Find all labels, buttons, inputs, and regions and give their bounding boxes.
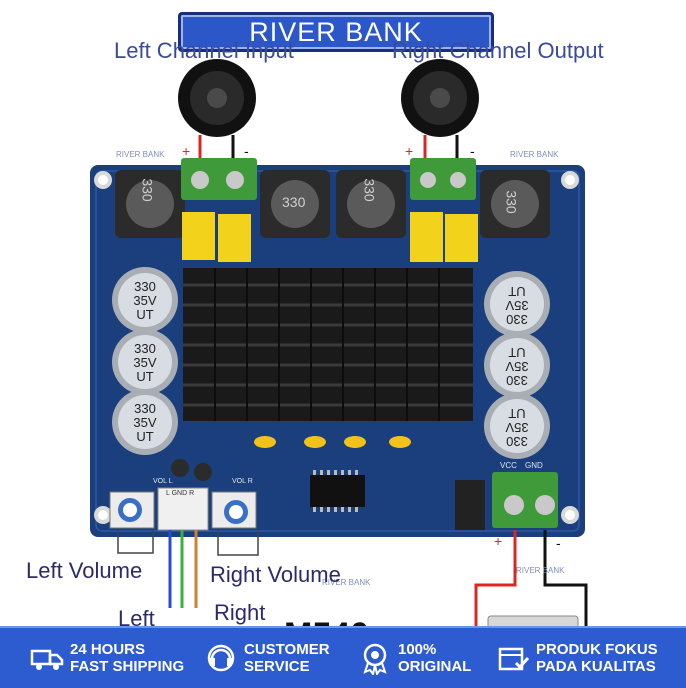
vcc-label: VCC (500, 461, 517, 470)
feature-line1: 24 HOURS (70, 641, 146, 658)
right-speaker-icon (401, 59, 479, 137)
capacitor-value: 330 (506, 312, 528, 327)
feature-line2: PADA KUALITAS (536, 658, 656, 675)
gnd-label: GND (525, 461, 543, 470)
capacitor-voltage: 35V (505, 420, 529, 435)
capacitor-voltage: 35V (505, 359, 529, 374)
badge-icon (363, 643, 387, 675)
input-connector (157, 487, 209, 531)
capacitor-series: UT (508, 284, 526, 299)
input-l-label: L (166, 490, 170, 497)
input-gnd-label: GND (171, 490, 188, 497)
capacitor-value: 330 (506, 434, 528, 449)
inductor-label: 330 (139, 178, 156, 202)
capacitor (484, 393, 550, 459)
capacitor (112, 389, 178, 455)
truck-icon (30, 649, 64, 670)
capacitor-series: UT (136, 429, 154, 444)
left-volume-label: Left Volume (26, 558, 143, 583)
svg-text:+: + (494, 533, 502, 549)
watermark: RIVER BANK (510, 150, 559, 159)
svg-text:-: - (470, 143, 475, 159)
feature-line1: PRODUK FOKUS (536, 641, 658, 658)
vol-l-label: VOL L (153, 478, 173, 485)
capacitor (484, 332, 550, 398)
watermark: RIVER BANK (322, 578, 371, 587)
input-r-label: R (189, 490, 195, 497)
inductor (115, 170, 185, 238)
capacitor-voltage: 35V (133, 293, 157, 308)
right-input-label: Right (214, 600, 266, 625)
inductor-label: 330 (282, 194, 306, 210)
left-channel-input-label: Left Channel Input (114, 38, 294, 63)
capacitor-value: 330 (134, 279, 156, 294)
watermark: RIVER BANK (516, 566, 565, 575)
capacitor-series: UT (508, 406, 526, 421)
capacitor (112, 267, 178, 333)
brand-banner: RIVER BANK (178, 12, 494, 52)
feature-line2: FAST SHIPPING (70, 658, 185, 675)
left-volume-pot (109, 491, 155, 529)
headset-icon (207, 644, 235, 672)
right-output-terminal (410, 158, 476, 200)
capacitor-voltage: 35V (505, 298, 529, 313)
left-output-terminal (181, 158, 257, 200)
capacitor-series: UT (508, 345, 526, 360)
feature-line1: 100% (398, 641, 437, 658)
inductor-label: 330 (503, 190, 520, 214)
svg-text:-: - (556, 535, 561, 551)
input-pin-labels: L GND R (166, 490, 194, 497)
capacitor-voltage: 35V (133, 415, 157, 430)
svg-text:+: + (182, 143, 190, 159)
capacitor-value: 330 (134, 401, 156, 416)
box-check-icon (498, 647, 530, 671)
capacitor-value: 330 (506, 373, 528, 388)
capacitor-value: 330 (134, 341, 156, 356)
right-volume-label: Right Volume (210, 562, 341, 587)
feature-line2: SERVICE (244, 658, 310, 675)
ic-chip (310, 475, 365, 507)
inductor (336, 170, 406, 238)
inductor-label: 330 (361, 178, 378, 202)
capacitor-series: UT (136, 307, 154, 322)
inductor (480, 170, 550, 238)
feature-line2: ORIGINAL (398, 658, 472, 675)
inductor (260, 170, 330, 238)
feature-original: 100%ORIGINAL (358, 636, 471, 680)
svg-text:-: - (244, 143, 249, 159)
brand-name: RIVER BANK (249, 16, 423, 47)
feature-line1: CUSTOMER (244, 641, 330, 658)
watermark: RIVER BANK (116, 150, 165, 159)
capacitor-series: UT (136, 369, 154, 384)
svg-text:+: + (405, 143, 413, 159)
capacitor (484, 271, 550, 337)
capacitor (112, 329, 178, 395)
vol-r-label: VOL R (232, 478, 253, 485)
capacitor-voltage: 35V (133, 355, 157, 370)
right-channel-output-label: Right Channel Output (392, 38, 604, 63)
left-speaker-icon (178, 59, 256, 137)
